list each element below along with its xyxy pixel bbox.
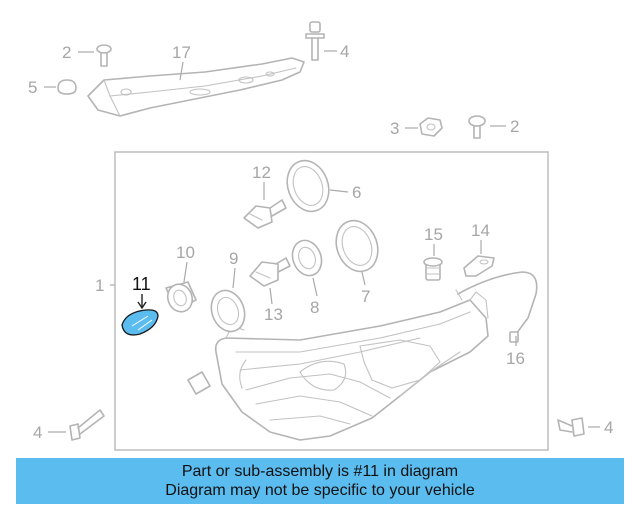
callout-10: 10 [176, 243, 195, 262]
bulb-part-13 [249, 257, 291, 287]
callout-4-lower-left: 4 [33, 423, 42, 442]
callout-1: 1 [95, 276, 104, 295]
bracket-part-17 [87, 57, 305, 117]
callout-2-right: 2 [510, 117, 519, 136]
plug-small [187, 371, 211, 395]
socket-part-14 [463, 255, 495, 277]
highlighted-part-11 [121, 309, 159, 336]
callout-13: 13 [264, 305, 283, 324]
assembly-box [114, 151, 549, 451]
ring-part-7 [335, 219, 379, 273]
callout-6: 6 [352, 183, 361, 202]
callout-7: 7 [361, 287, 370, 306]
cap-part-10 [165, 281, 197, 313]
callout-11: 11 [132, 274, 151, 294]
ring-part-6 [286, 159, 330, 213]
callout-14: 14 [471, 221, 490, 240]
bolt-part-4-upper [305, 21, 325, 61]
callout-4-lower-right: 4 [604, 418, 613, 437]
bolt-part-2-right [468, 115, 486, 139]
callout-5: 5 [28, 78, 37, 97]
banner-line-2: Diagram may not be specific to your vehi… [165, 482, 475, 499]
callout-labels: 2 5 17 4 3 2 12 6 15 14 10 9 1 11 13 8 7… [28, 42, 613, 442]
socket-part-8 [291, 239, 323, 277]
callout-3: 3 [390, 119, 399, 138]
nut-part-3 [419, 117, 443, 137]
callout-8: 8 [310, 298, 319, 317]
clip-part-5 [57, 79, 77, 95]
callout-16: 16 [506, 349, 525, 368]
headlamp-housing [214, 291, 489, 441]
bulb-part-12 [243, 199, 287, 229]
callout-2-upper: 2 [62, 43, 71, 62]
info-banner: Part or sub-assembly is #11 in diagram D… [16, 458, 624, 504]
callout-4-upper: 4 [340, 42, 349, 61]
cap-part-15 [423, 257, 443, 281]
banner-line-1: Part or sub-assembly is #11 in diagram [181, 463, 459, 480]
callout-12: 12 [252, 163, 271, 182]
ring-part-9 [210, 289, 246, 333]
bolt-part-4-lower-right [557, 417, 585, 437]
callout-9: 9 [229, 249, 238, 268]
bolt-part-4-lower-left [69, 409, 105, 441]
callout-17: 17 [172, 43, 191, 62]
leader-lines [44, 50, 600, 433]
bolt-part-2-upper [96, 44, 112, 67]
callout-15: 15 [424, 225, 443, 244]
